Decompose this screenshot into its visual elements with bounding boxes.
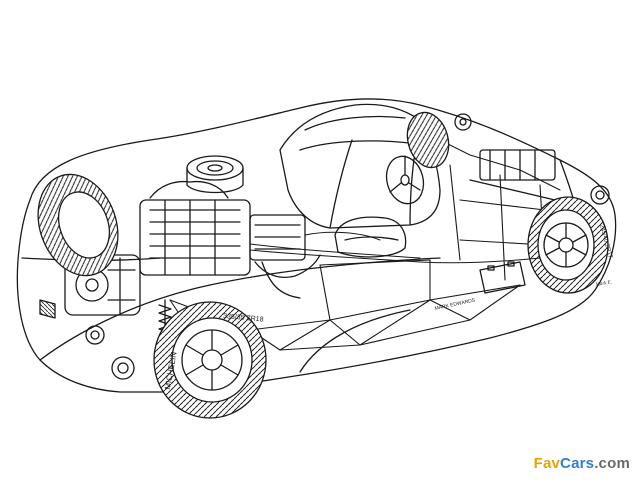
watermark-domain: .com <box>594 455 630 472</box>
favcars-watermark: FavCars.com <box>534 455 630 472</box>
engine-block <box>139 180 321 299</box>
front-right-wheel <box>527 196 609 294</box>
headlights <box>454 113 610 205</box>
front-left-wheel <box>406 111 450 169</box>
air-filter <box>186 155 244 194</box>
rear-left-wheel <box>37 173 119 277</box>
artist-signature: MARK EDWARDS <box>434 297 476 312</box>
coolant-pipes <box>249 231 541 264</box>
watermark-fav: Fav <box>533 455 561 472</box>
body-outline <box>16 98 617 393</box>
battery <box>479 261 526 294</box>
watermark-cars: Cars <box>560 455 595 472</box>
artist-signature-right: Mark E. <box>594 280 612 288</box>
steering-wheel <box>385 155 425 205</box>
rear-exhaust <box>39 299 135 380</box>
rear-tire-size: 335/35 ZR18 <box>223 313 264 324</box>
rear-right-wheel <box>153 301 267 419</box>
